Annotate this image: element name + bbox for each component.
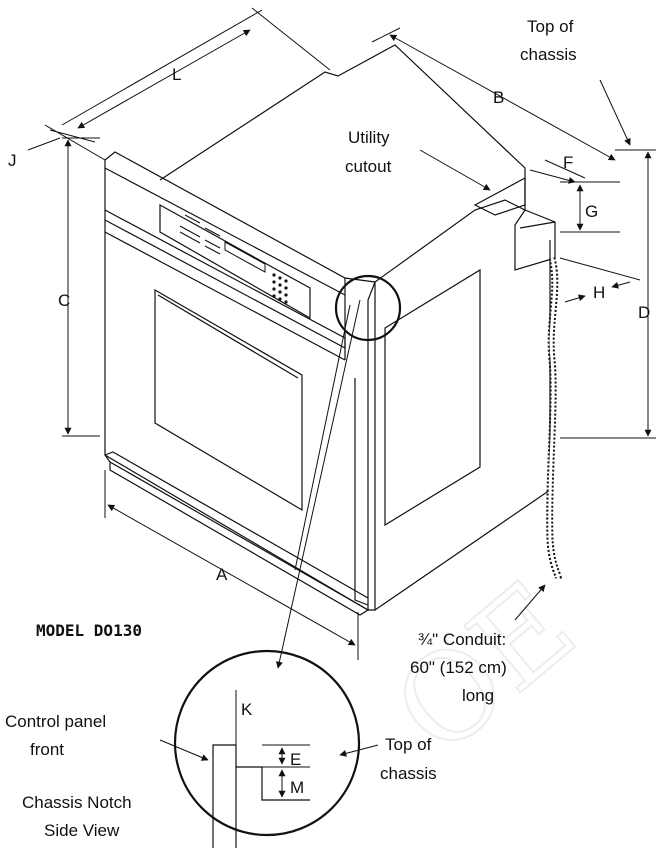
model-label: MODEL DO130 bbox=[36, 621, 142, 640]
dim-label-J: J bbox=[8, 151, 17, 170]
detail-top-of-chassis-line2: chassis bbox=[380, 764, 437, 783]
dim-label-M: M bbox=[290, 778, 304, 797]
dim-label-D: D bbox=[638, 303, 650, 322]
dim-label-L: L bbox=[172, 65, 181, 84]
utility-cutout-label-line2: cutout bbox=[345, 157, 392, 176]
conduit bbox=[546, 257, 562, 582]
control-panel-label-line2: front bbox=[30, 740, 64, 759]
dim-label-H: H bbox=[593, 283, 605, 302]
control-panel-label-line1: Control panel bbox=[5, 712, 106, 731]
chassis-notch-label-line2: Side View bbox=[44, 821, 120, 840]
conduit-label-line1: ¾" Conduit: bbox=[418, 630, 506, 649]
oven-body bbox=[104, 44, 556, 616]
chassis-notch-label-line1: Chassis Notch bbox=[22, 793, 132, 812]
dim-label-K: K bbox=[241, 700, 253, 719]
conduit-label-line2: 60" (152 cm) bbox=[410, 658, 507, 677]
dim-label-G: G bbox=[585, 202, 598, 221]
detail-top-of-chassis-line1: Top of bbox=[385, 735, 432, 754]
dim-label-C: C bbox=[58, 291, 70, 310]
top-of-chassis-label-line2: chassis bbox=[520, 45, 577, 64]
keypad-dots bbox=[272, 273, 288, 304]
top-of-chassis-label-line1: Top of bbox=[527, 17, 574, 36]
conduit-label-line3: long bbox=[462, 686, 494, 705]
utility-cutout-label-line1: Utility bbox=[348, 128, 390, 147]
dim-label-E: E bbox=[290, 750, 301, 769]
dim-label-F: F bbox=[563, 153, 573, 172]
chassis-notch-detail bbox=[159, 649, 379, 848]
dim-label-B: B bbox=[493, 88, 504, 107]
dimensions bbox=[27, 7, 656, 669]
dim-label-A: A bbox=[216, 565, 228, 584]
detail-callout-circle bbox=[334, 274, 402, 342]
